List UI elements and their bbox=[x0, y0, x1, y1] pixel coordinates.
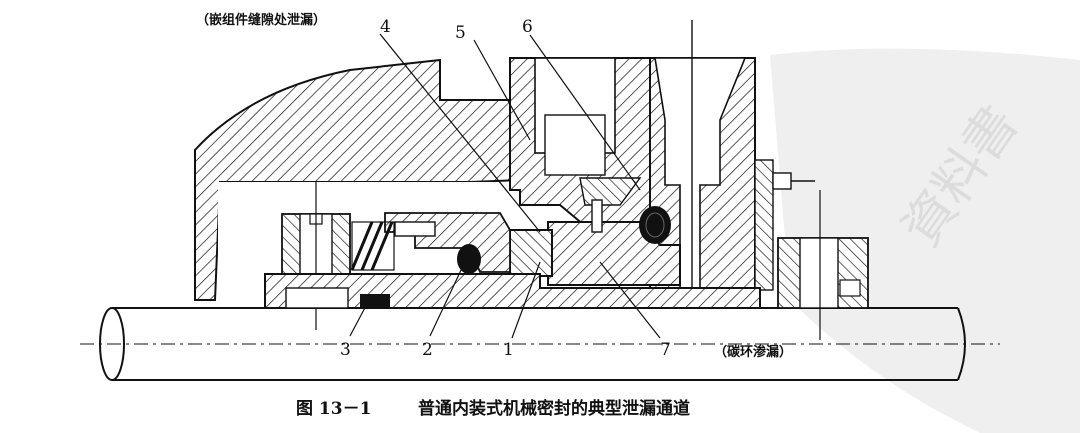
sleeve-gasket bbox=[360, 294, 390, 308]
part-label-4: 4 bbox=[380, 17, 391, 37]
part-label-5: 5 bbox=[455, 23, 466, 43]
part-label-2: 2 bbox=[422, 340, 433, 360]
right-collar bbox=[777, 190, 869, 340]
part-label-6: 6 bbox=[522, 17, 533, 37]
o-ring-secondary bbox=[457, 244, 481, 274]
o-ring-seat bbox=[639, 206, 671, 244]
caption-number: 图 13－1 bbox=[296, 399, 371, 419]
drive-collar bbox=[281, 182, 351, 330]
annotation-top-leak: （嵌组件缝隙处泄漏） bbox=[196, 12, 326, 28]
part-label-7: 7 bbox=[660, 340, 671, 360]
part-label-3: 3 bbox=[340, 340, 351, 360]
watermark: 資料書 bbox=[770, 48, 1080, 433]
seal-face-ring bbox=[509, 229, 553, 277]
caption-title: 普通内装式机械密封的典型泄漏通道 bbox=[418, 398, 690, 419]
leader-lines bbox=[349, 33, 661, 339]
spring bbox=[350, 221, 395, 271]
seat-housing bbox=[509, 57, 651, 231]
part-label-1: 1 bbox=[503, 340, 514, 360]
annotation-carbon-leak: （碳环渗漏） bbox=[714, 344, 792, 360]
